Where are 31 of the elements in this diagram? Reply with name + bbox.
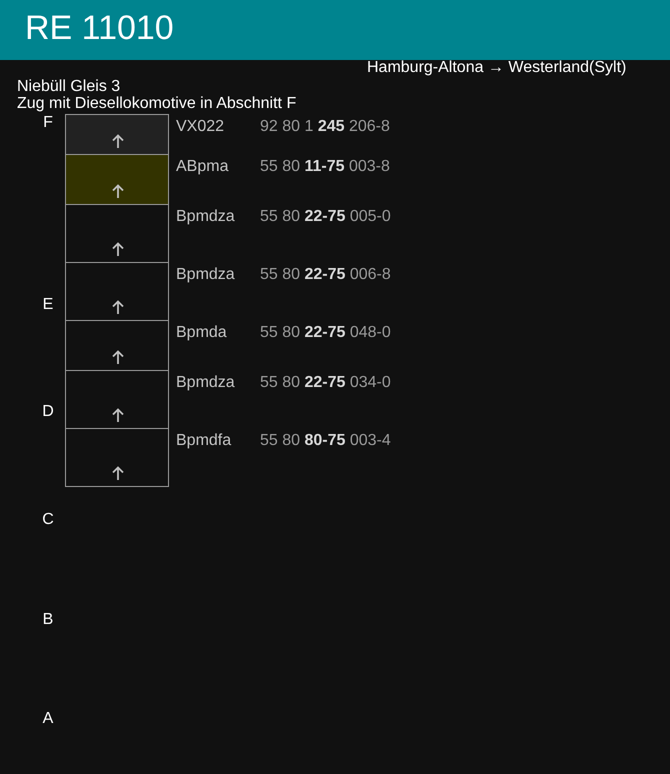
section-letter: D	[41, 403, 55, 421]
car-type-label: Bpmda	[176, 324, 227, 342]
train-title: RE 11010	[25, 8, 174, 48]
car-number-label: 55 80 22-75 034-0	[260, 374, 391, 392]
section-letter: A	[42, 710, 54, 728]
car-number-label: 55 80 11-75 003-8	[260, 158, 390, 176]
railcar-box	[65, 204, 169, 263]
section-letter: F	[42, 114, 54, 132]
railcar-box	[65, 154, 169, 205]
railcar-box	[65, 320, 169, 371]
section-letter: B	[42, 611, 54, 629]
railcar-box	[65, 114, 169, 155]
car-type-label: Bpmdfa	[176, 432, 232, 450]
car-type-label: Bpmdza	[176, 208, 235, 226]
railcar-box	[65, 370, 169, 429]
car-number-label: 55 80 80-75 003-4	[260, 432, 391, 450]
car-type-label: ABpma	[176, 158, 228, 176]
car-number-label: 55 80 22-75 048-0	[260, 324, 391, 342]
car-type-label: Bpmdza	[176, 266, 235, 284]
section-letter: C	[41, 511, 55, 529]
railcar-box	[65, 428, 169, 487]
car-type-label: Bpmdza	[176, 374, 235, 392]
car-number-label: 92 80 1 245 206-8	[260, 118, 390, 136]
railcar-box	[65, 262, 169, 321]
section-letter: E	[42, 296, 54, 314]
train-info-text: Zug mit Diesellokomotive in Abschnitt F	[17, 95, 296, 113]
car-number-label: 55 80 22-75 006-8	[260, 266, 391, 284]
car-number-label: 55 80 22-75 005-0	[260, 208, 391, 226]
station-track-text: Niebüll Gleis 3	[17, 78, 120, 96]
car-type-label: VX022	[176, 118, 224, 136]
route-text: Hamburg-Altona → Westerland(Sylt)	[367, 59, 626, 77]
